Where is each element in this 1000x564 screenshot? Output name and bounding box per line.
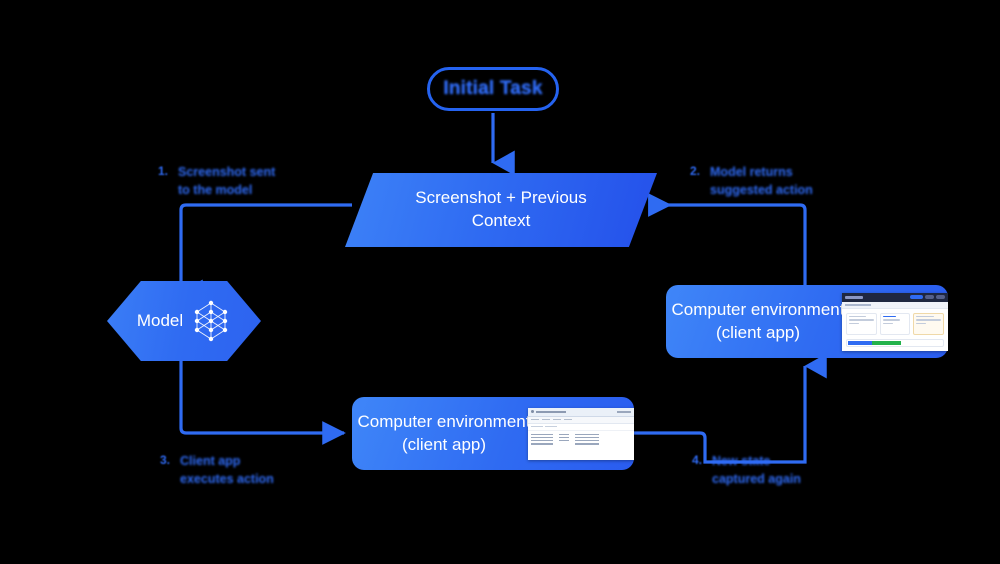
neural-network-icon bbox=[191, 299, 231, 343]
step-number-2: 2. bbox=[690, 164, 701, 178]
screenshot-context-line2: Context bbox=[471, 211, 531, 230]
step-text-4: New state captured again bbox=[712, 454, 801, 487]
model-node: Model bbox=[107, 281, 261, 361]
thumbnail-progress-bar bbox=[846, 338, 944, 347]
step-caption-4: 4. New state captured again bbox=[692, 452, 801, 488]
thumbnail-text-column bbox=[559, 433, 569, 445]
screenshot-context-line1: Screenshot + Previous bbox=[415, 188, 587, 208]
connector-envleft-to-envright bbox=[634, 353, 827, 464]
desktop-window-screenshot-thumbnail bbox=[528, 407, 634, 460]
screenshot-context-node: Screenshot + Previous Context bbox=[345, 173, 657, 247]
step-text-2: Model returns suggested action bbox=[710, 165, 813, 198]
thumbnail-secondary-button bbox=[925, 295, 934, 299]
step-caption-1: 1. Screenshot sent to the model bbox=[158, 163, 275, 199]
thumbnail-window-toolbar bbox=[528, 423, 634, 431]
thumbnail-header-bar bbox=[842, 292, 948, 302]
env-right-line2: (client app) bbox=[715, 322, 801, 342]
thumbnail-tertiary-button bbox=[936, 295, 945, 299]
thumbnail-card-row bbox=[842, 309, 948, 337]
model-label: Model bbox=[136, 311, 184, 330]
step-caption-2: 2. Model returns suggested action bbox=[690, 163, 813, 199]
thumbnail-text-column bbox=[575, 433, 599, 445]
step-number-4: 4. bbox=[692, 453, 703, 467]
thumbnail-window-titlebar bbox=[528, 407, 634, 417]
thumbnail-window-content bbox=[528, 431, 634, 448]
step-number-1: 1. bbox=[158, 164, 169, 178]
connector-envright-to-context bbox=[648, 193, 807, 285]
web-app-screenshot-thumbnail bbox=[842, 292, 948, 351]
env-right-label: Computer environment (client app) bbox=[670, 299, 846, 345]
thumbnail-text-column bbox=[531, 433, 553, 445]
computer-environment-left: Computer environment (client app) bbox=[352, 397, 634, 470]
thumbnail-card bbox=[846, 312, 877, 335]
env-right-line1: Computer environment bbox=[671, 299, 845, 319]
screenshot-context-label: Screenshot + Previous Context bbox=[386, 187, 617, 233]
thumbnail-window-menubar bbox=[528, 416, 634, 424]
env-left-line2: (client app) bbox=[401, 434, 487, 454]
thumbnail-card bbox=[913, 312, 945, 335]
initial-task-node: Initial Task bbox=[427, 67, 559, 111]
step-number-3: 3. bbox=[160, 453, 171, 467]
connector-model-to-envleft bbox=[179, 352, 346, 445]
thumbnail-card bbox=[879, 312, 911, 335]
step-caption-3: 3. Client app executes action bbox=[160, 452, 274, 488]
step-text-3: Client app executes action bbox=[180, 454, 274, 487]
initial-task-label: Initial Task bbox=[443, 78, 543, 99]
thumbnail-subheader bbox=[842, 301, 948, 309]
step-text-1: Screenshot sent to the model bbox=[178, 165, 276, 198]
env-left-label: Computer environment (client app) bbox=[356, 411, 532, 457]
env-left-line1: Computer environment bbox=[357, 411, 531, 431]
thumbnail-brand bbox=[845, 295, 863, 299]
computer-environment-right: Computer environment (client app) bbox=[666, 285, 948, 358]
thumbnail-primary-button bbox=[910, 295, 923, 299]
connector-context-to-model bbox=[179, 203, 352, 305]
